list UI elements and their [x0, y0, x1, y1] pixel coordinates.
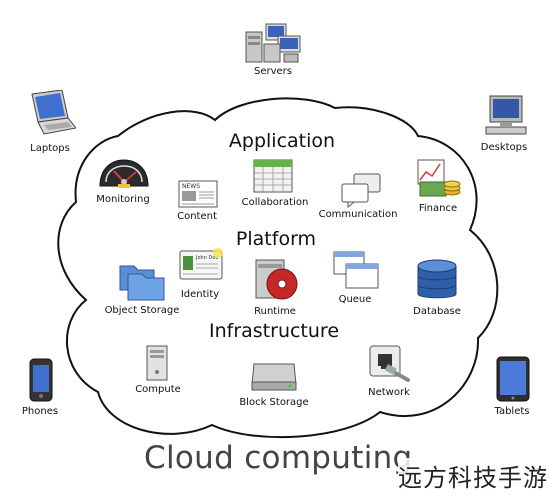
finance-label: Finance	[418, 203, 458, 214]
id-card-name-text: John Doe	[195, 255, 218, 261]
phone-icon	[29, 358, 53, 402]
database-cylinder-icon	[417, 259, 457, 299]
runtime-label: Runtime	[254, 306, 296, 317]
communication-bubbles-icon	[341, 173, 381, 208]
content-label: Content	[177, 211, 217, 222]
collaboration-label: Collaboration	[241, 197, 309, 208]
compute-tower-icon	[146, 345, 168, 381]
finance-chart-coins-icon	[417, 159, 461, 197]
block-storage-label: Block Storage	[239, 397, 309, 408]
database-label: Database	[413, 306, 461, 317]
monitoring-label: Monitoring	[96, 194, 150, 205]
runtime-disc-icon	[255, 259, 298, 300]
platform-layer-heading: Platform	[235, 228, 317, 250]
tablet-icon	[496, 356, 530, 402]
queue-label: Queue	[338, 294, 372, 305]
diagram-title: Cloud computing	[144, 440, 413, 476]
newspaper-icon: NEWS	[178, 180, 218, 208]
compute-label: Compute	[135, 384, 181, 395]
tablets-label: Tablets	[494, 406, 530, 417]
folders-icon	[119, 265, 165, 301]
application-layer-heading: Application	[228, 130, 336, 152]
object-storage-label: Object Storage	[104, 305, 180, 316]
identity-card-icon: John Doe	[179, 248, 223, 280]
infrastructure-layer-heading: Infrastructure	[208, 320, 340, 342]
watermark-text: 远方科技手游	[398, 458, 548, 493]
servers-label: Servers	[253, 66, 293, 77]
laptop-icon	[31, 90, 76, 135]
communication-label: Communication	[318, 209, 398, 220]
identity-label: Identity	[180, 289, 220, 300]
collaboration-spreadsheet-icon	[253, 159, 293, 193]
network-label: Network	[368, 387, 410, 398]
servers-icon	[245, 23, 301, 63]
news-badge-text: NEWS	[182, 183, 200, 190]
desktop-icon	[485, 95, 527, 135]
laptops-label: Laptops	[30, 143, 70, 154]
desktops-label: Desktops	[480, 142, 528, 153]
queue-windows-icon	[333, 251, 379, 289]
monitoring-gauge-icon	[99, 159, 149, 188]
phones-label: Phones	[21, 406, 59, 417]
hard-drive-icon	[251, 363, 297, 391]
network-port-icon	[369, 345, 410, 382]
